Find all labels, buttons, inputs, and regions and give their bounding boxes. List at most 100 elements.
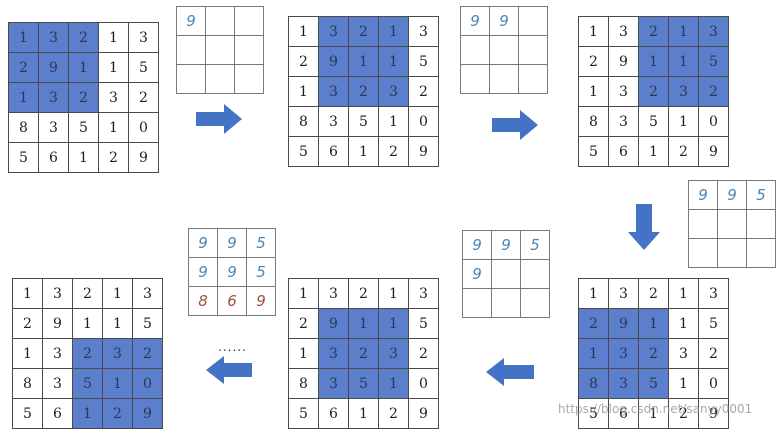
grid-cell: 1 bbox=[68, 142, 99, 173]
grid-cell: 3 bbox=[378, 338, 409, 369]
output-cell bbox=[717, 238, 747, 268]
right-arrow-icon bbox=[196, 104, 242, 134]
grid-cell: 3 bbox=[318, 106, 349, 137]
output-cell: 9 bbox=[188, 257, 218, 287]
grid-cell: 5 bbox=[288, 398, 319, 429]
output-cell bbox=[746, 238, 776, 268]
output-cell bbox=[746, 209, 776, 239]
output-grid-step-1: 9 bbox=[176, 6, 264, 94]
grid-cell: 1 bbox=[578, 16, 609, 47]
grid-cell: 5 bbox=[578, 398, 609, 429]
grid-cell: 3 bbox=[318, 76, 349, 107]
grid-cell: 5 bbox=[578, 136, 609, 167]
grid-cell: 9 bbox=[318, 46, 349, 77]
grid-cell: 5 bbox=[8, 142, 39, 173]
grid-cell: 3 bbox=[608, 76, 639, 107]
grid-cell: 5 bbox=[132, 308, 163, 339]
grid-cell: 2 bbox=[578, 308, 609, 339]
grid-cell: 1 bbox=[638, 136, 669, 167]
grid-cell: 3 bbox=[318, 278, 349, 309]
output-cell bbox=[460, 35, 490, 65]
output-cell bbox=[518, 35, 548, 65]
grid-cell: 1 bbox=[378, 368, 409, 399]
grid-cell: 2 bbox=[348, 278, 379, 309]
left-arrow-icon bbox=[486, 358, 534, 386]
output-cell bbox=[176, 35, 206, 65]
output-row: 9 bbox=[462, 259, 550, 289]
grid-cell: 2 bbox=[348, 338, 379, 369]
grid-cell: 1 bbox=[378, 106, 409, 137]
output-cell: 5 bbox=[246, 228, 276, 258]
output-cell bbox=[491, 259, 521, 289]
grid-cell: 2 bbox=[72, 338, 103, 369]
grid-cell: 1 bbox=[288, 16, 319, 47]
output-cell bbox=[688, 209, 718, 239]
down-arrow-icon bbox=[628, 204, 660, 250]
output-row bbox=[176, 35, 264, 65]
grid-cell: 3 bbox=[42, 278, 73, 309]
output-cell: 5 bbox=[246, 257, 276, 287]
output-cell bbox=[205, 6, 235, 36]
grid-cell: 1 bbox=[102, 278, 133, 309]
grid-cell: 1 bbox=[668, 278, 699, 309]
grid-cell: 1 bbox=[12, 338, 43, 369]
output-cell bbox=[518, 6, 548, 36]
grid-cell: 3 bbox=[38, 112, 69, 143]
grid-cell: 1 bbox=[68, 52, 99, 83]
output-cell bbox=[176, 64, 206, 94]
grid-cell: 2 bbox=[72, 278, 103, 309]
grid-cell: 1 bbox=[668, 308, 699, 339]
grid-cell: 1 bbox=[288, 278, 319, 309]
grid-cell: 1 bbox=[348, 136, 379, 167]
grid-cell: 2 bbox=[638, 338, 669, 369]
grid-cell: 5 bbox=[698, 308, 729, 339]
output-cell bbox=[489, 64, 519, 94]
output-cell bbox=[205, 64, 235, 94]
grid-cell: 1 bbox=[102, 368, 133, 399]
grid-cell: 2 bbox=[288, 308, 319, 339]
grid-cell: 6 bbox=[318, 398, 349, 429]
grid-cell: 1 bbox=[98, 22, 129, 53]
grid-cell: 9 bbox=[132, 398, 163, 429]
grid-cell: 2 bbox=[68, 82, 99, 113]
grid-cell: 8 bbox=[578, 106, 609, 137]
output-cell bbox=[491, 288, 521, 318]
output-cell: 9 bbox=[462, 259, 492, 289]
output-row bbox=[176, 64, 264, 94]
grid-cell: 1 bbox=[8, 22, 39, 53]
grid-cell: 1 bbox=[348, 46, 379, 77]
grid-cell: 1 bbox=[348, 398, 379, 429]
grid-cell: 1 bbox=[578, 76, 609, 107]
grid-cell: 9 bbox=[128, 142, 159, 173]
grid-cell: 1 bbox=[98, 52, 129, 83]
grid-cell: 1 bbox=[72, 398, 103, 429]
grid-cell: 5 bbox=[408, 308, 439, 339]
output-row: 9 bbox=[176, 6, 264, 36]
grid-cell: 1 bbox=[288, 76, 319, 107]
grid-cell: 3 bbox=[378, 76, 409, 107]
grid-cell: 6 bbox=[608, 136, 639, 167]
grid-cell: 2 bbox=[408, 338, 439, 369]
grid-cell: 2 bbox=[348, 76, 379, 107]
grid-cell: 2 bbox=[98, 142, 129, 173]
output-row bbox=[460, 35, 548, 65]
grid-cell: 3 bbox=[668, 338, 699, 369]
output-cell: 9 bbox=[460, 6, 490, 36]
grid-cell: 3 bbox=[698, 16, 729, 47]
output-cell: 5 bbox=[746, 180, 776, 210]
output-cell bbox=[688, 238, 718, 268]
